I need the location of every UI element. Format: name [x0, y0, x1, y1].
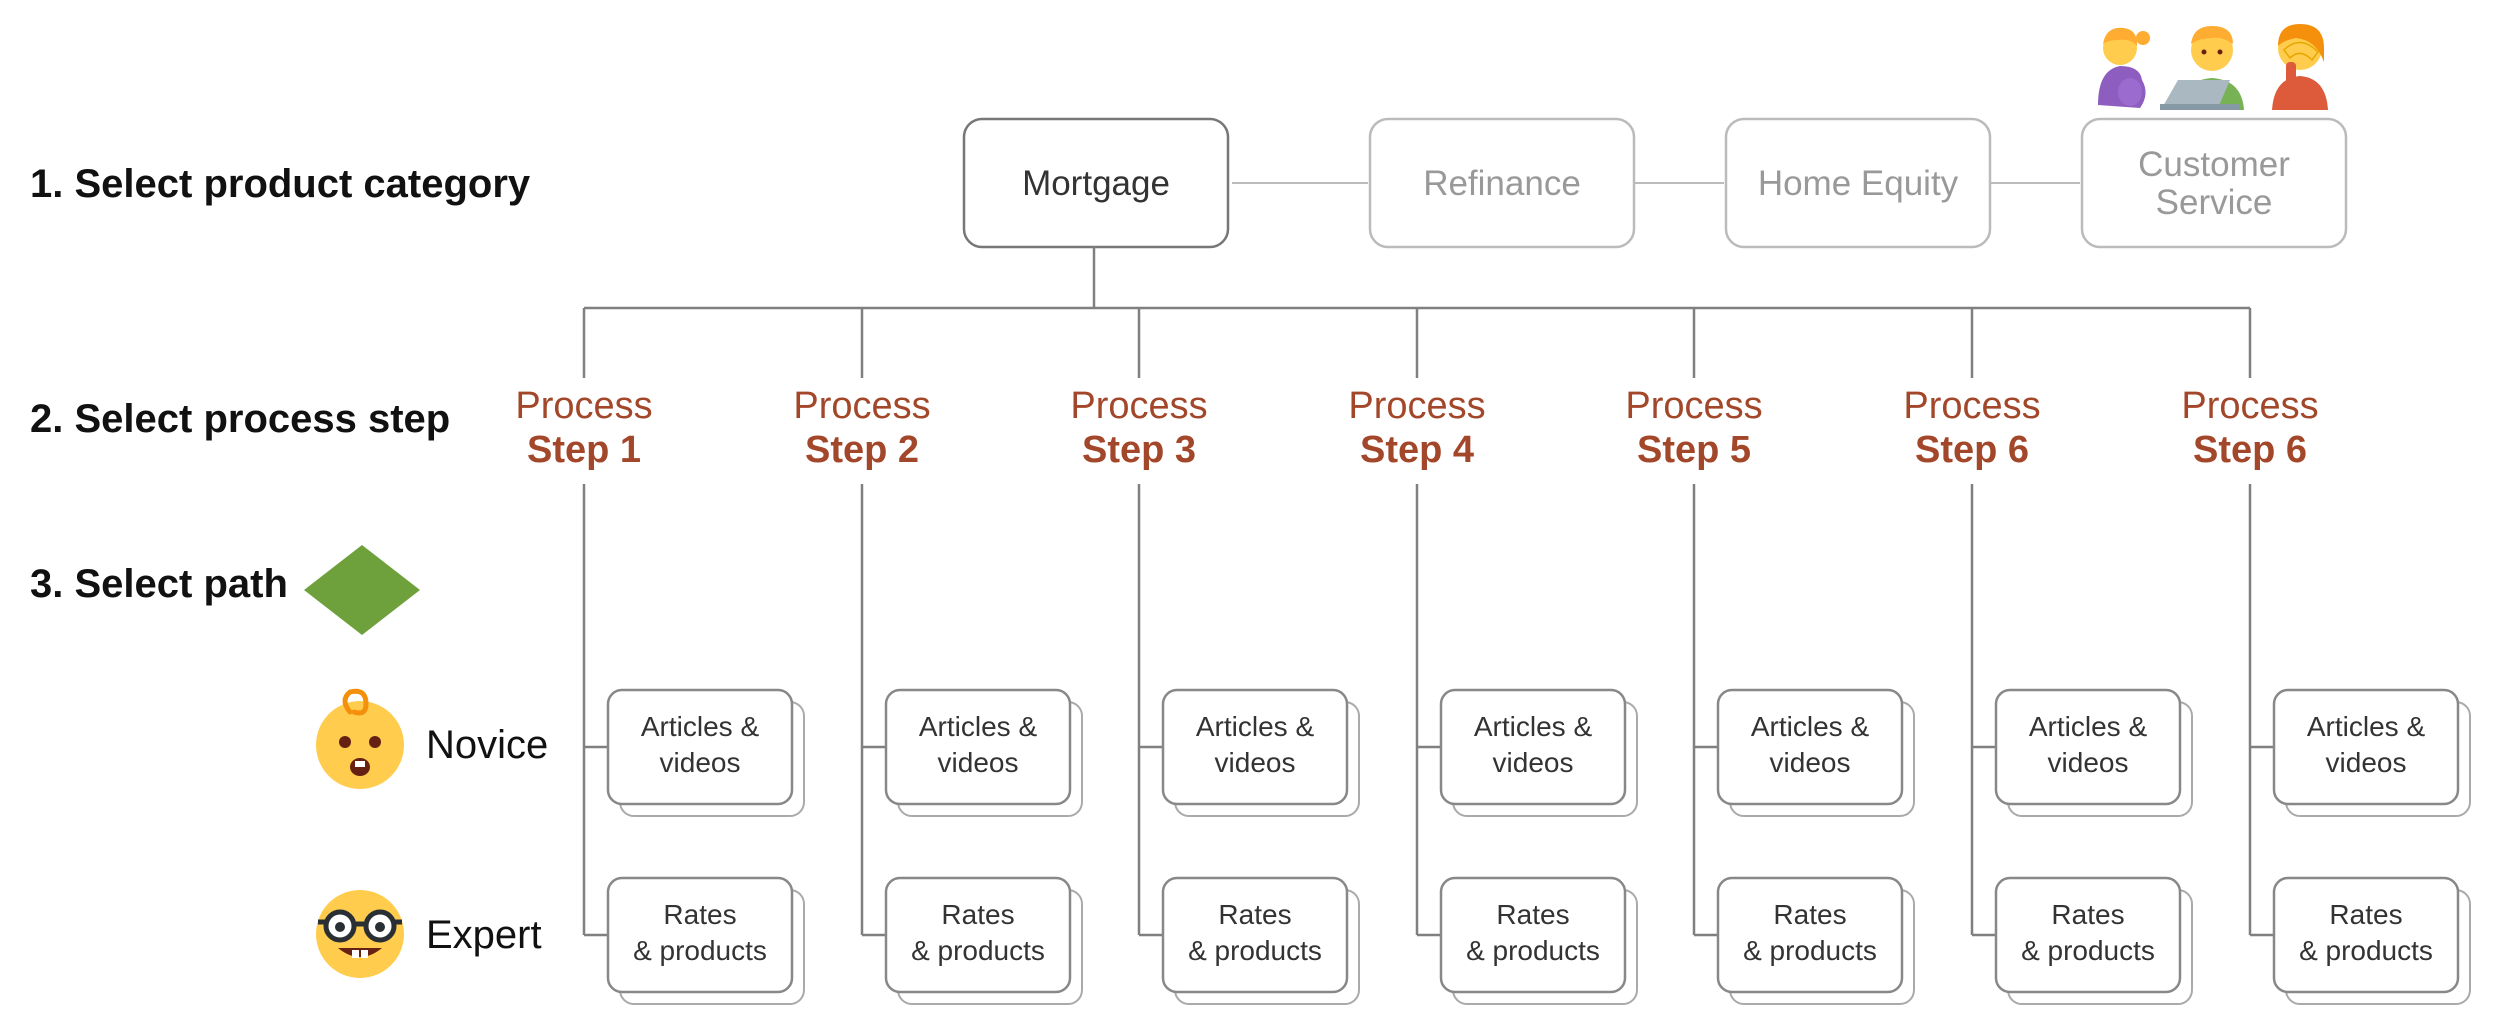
card-label: Articles &videos [641, 711, 760, 778]
card-label: Rates& products [633, 899, 767, 966]
category-label: Refinance [1423, 164, 1581, 203]
card-label: Rates& products [1466, 899, 1600, 966]
step-label-top: Process [1070, 385, 1207, 427]
card-rates-products[interactable]: Rates& products [884, 876, 1083, 1005]
card-articles-videos[interactable]: Articles &videos [2272, 688, 2471, 817]
card-label: Rates& products [1743, 899, 1877, 966]
step-label-top: Process [515, 385, 652, 427]
card-rates-products[interactable]: Rates& products [1439, 876, 1638, 1005]
step-tree [582, 247, 2274, 937]
path-diamond-icon [304, 545, 420, 635]
step-label-bottom: Step 5 [1637, 429, 1751, 471]
card-articles-videos[interactable]: Articles &videos [884, 688, 1083, 817]
category-label: Service [2156, 183, 2273, 222]
step-label-top: Process [1348, 385, 1485, 427]
row-label-step: 2. Select process step [30, 397, 450, 441]
category-customer-service[interactable]: Customer Service [2080, 117, 2348, 249]
card-articles-videos[interactable]: Articles &videos [1161, 688, 1360, 817]
row-label-category: 1. Select product category [30, 162, 531, 206]
step-label-top: Process [1625, 385, 1762, 427]
step-label-top: Process [793, 385, 930, 427]
step-label-bottom: Step 6 [1915, 429, 2029, 471]
path-label-expert[interactable]: Expert [426, 913, 542, 957]
card-articles-videos[interactable]: Articles &videos [1439, 688, 1638, 817]
card-label: Articles &videos [1751, 711, 1870, 778]
nerd-face-icon [316, 890, 404, 978]
row-label-path: 3. Select path [30, 562, 288, 606]
category-refinance[interactable]: Refinance [1368, 117, 1636, 249]
step-label-top: Process [2181, 385, 2318, 427]
step-label-bottom: Step 1 [527, 429, 641, 471]
card-rates-products[interactable]: Rates& products [1161, 876, 1360, 1005]
card-label: Articles &videos [1474, 711, 1593, 778]
step-label-bottom: Step 3 [1082, 429, 1196, 471]
step-label-bottom: Step 4 [1360, 429, 1474, 471]
card-label: Articles &videos [919, 711, 1038, 778]
card-rates-products[interactable]: Rates& products [1994, 876, 2193, 1005]
card-rates-products[interactable]: Rates& products [1716, 876, 1915, 1005]
card-articles-videos[interactable]: Articles &videos [1716, 688, 1915, 817]
step-label-bottom: Step 2 [805, 429, 919, 471]
category-label: Home Equity [1758, 164, 1959, 203]
card-articles-videos[interactable]: Articles &videos [606, 688, 805, 817]
step-label-top: Process [1903, 385, 2040, 427]
card-label: Rates& products [911, 899, 1045, 966]
card-label: Articles &videos [2307, 711, 2426, 778]
baby-face-icon [316, 688, 404, 789]
category-home-equity[interactable]: Home Equity [1724, 117, 1992, 249]
card-rates-products[interactable]: Rates& products [2272, 876, 2471, 1005]
man-technologist-icon [2160, 26, 2244, 110]
card-label: Rates& products [2299, 899, 2433, 966]
category-label: Customer [2138, 145, 2290, 184]
card-rates-products[interactable]: Rates& products [606, 876, 805, 1005]
woman-pregnant-icon [2098, 27, 2150, 108]
step-label-bottom: Step 6 [2193, 429, 2307, 471]
path-label-novice[interactable]: Novice [426, 723, 548, 767]
category-mortgage[interactable]: Mortgage [962, 117, 1230, 249]
card-label: Articles &videos [1196, 711, 1315, 778]
category-label: Mortgage [1022, 164, 1170, 203]
card-label: Rates& products [2021, 899, 2155, 966]
card-label: Rates& products [1188, 899, 1322, 966]
card-articles-videos[interactable]: Articles &videos [1994, 688, 2193, 817]
card-label: Articles &videos [2029, 711, 2148, 778]
person-facepalming-icon [2272, 24, 2328, 110]
